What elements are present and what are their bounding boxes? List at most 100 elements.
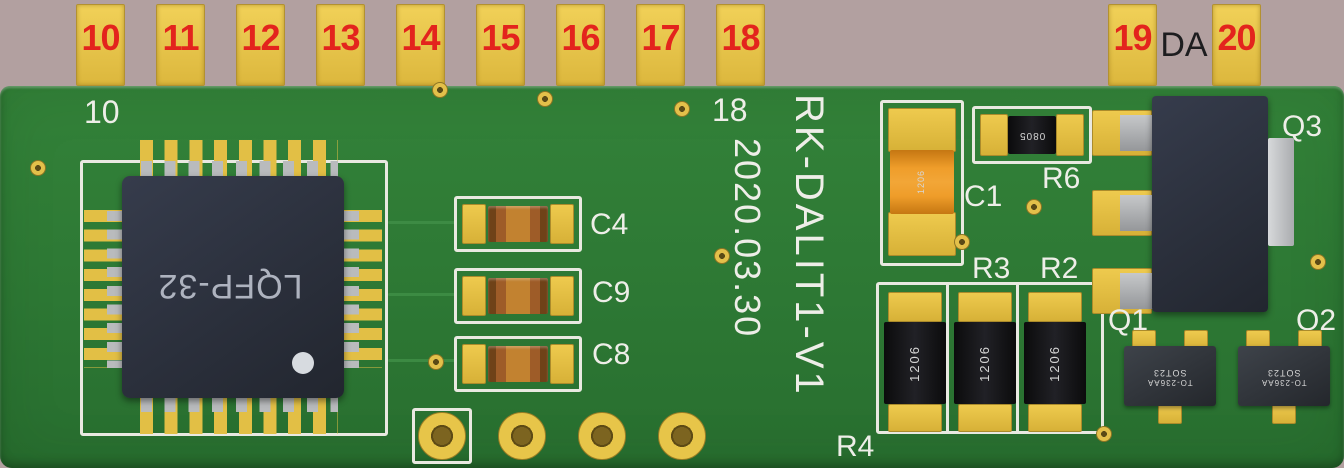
- c1-size-code: 1206: [916, 169, 927, 195]
- r6-size-code: 0805: [1018, 129, 1046, 141]
- q3-tab: [1268, 138, 1294, 246]
- edge-pad-number: 18: [721, 17, 760, 58]
- q3-body: [1152, 96, 1268, 312]
- via: [1026, 199, 1042, 215]
- silk-board-date: 2020.03.30: [727, 138, 768, 339]
- mount-pad-4: [658, 412, 706, 460]
- ic-leads-left: [107, 210, 122, 368]
- edge-pad-number: 10: [81, 17, 120, 58]
- r2-pad-top: [1028, 292, 1082, 322]
- mount-pad-3: [578, 412, 626, 460]
- silk-q3-label: Q3: [1282, 110, 1323, 143]
- via: [30, 160, 46, 176]
- c4-body: [488, 206, 548, 242]
- edge-pad-16: 16: [556, 4, 605, 86]
- r3-pad-bottom: [958, 404, 1012, 432]
- r2-pad-bottom: [1028, 404, 1082, 432]
- ic-part-label: LQFP-32: [157, 267, 303, 305]
- r3-pad-top: [958, 292, 1012, 322]
- trace: [388, 293, 456, 296]
- edge-pad-number: 17: [641, 17, 680, 58]
- r6-body: 0805: [1008, 116, 1056, 154]
- silk-c9-outline: [454, 268, 582, 324]
- q3-lead-2: [1120, 195, 1156, 231]
- edge-pad-number: 19: [1113, 17, 1152, 58]
- silk-mount-pad-outline: [412, 408, 472, 464]
- r4-pad-top: [888, 292, 942, 322]
- q3-lead-1: [1120, 115, 1156, 151]
- silk-r3-label: R3: [972, 252, 1011, 285]
- mount-pad-1: [418, 412, 466, 460]
- via: [428, 354, 444, 370]
- edge-pad-number: 11: [162, 17, 199, 58]
- edge-pad-14: 14: [396, 4, 445, 86]
- c8-body: [488, 346, 548, 382]
- ic-leads-top: [140, 161, 338, 177]
- r6-pad-left: [980, 114, 1008, 156]
- c9-pad-right: [550, 276, 574, 316]
- q1-marking-line2: TO-236AA: [1147, 377, 1193, 387]
- c4-pad-right: [550, 204, 574, 244]
- via: [714, 248, 730, 264]
- q2-marking-line1: SOT23: [1267, 367, 1301, 378]
- silk-pin10-label: 10: [84, 94, 120, 130]
- silk-board-name: RK-DALIT1-V1: [787, 94, 831, 397]
- silk-c4-label: C4: [590, 208, 629, 241]
- r4-body: 1206: [884, 322, 946, 404]
- r3-size-code: 1206: [976, 344, 992, 382]
- silk-c1-outline: [880, 100, 964, 266]
- edge-pad-19: 19: [1108, 4, 1157, 86]
- silk-c1-label: C1: [964, 180, 1003, 213]
- edge-pad-12: 12: [236, 4, 285, 86]
- via: [537, 91, 553, 107]
- r3-body: 1206: [954, 322, 1016, 404]
- edge-pad-number: 12: [241, 17, 280, 58]
- c8-pad-right: [550, 344, 574, 384]
- c1-pad-top: [888, 108, 956, 152]
- edge-pad-number: 13: [321, 17, 360, 58]
- silk-divider: [1016, 284, 1019, 432]
- edge-pad-20: 20: [1212, 4, 1261, 86]
- c1-pad-bottom: [888, 212, 956, 256]
- edge-pad-18: 18: [716, 4, 765, 86]
- silk-resistor-bank-outline: [876, 282, 1104, 434]
- silk-pin18-label: 18: [712, 92, 748, 128]
- trace: [388, 221, 456, 224]
- q2-marking-line2: TO-236AA: [1261, 377, 1307, 387]
- silk-c4-outline: [454, 196, 582, 252]
- mount-pad-2: [498, 412, 546, 460]
- edge-pad-15: 15: [476, 4, 525, 86]
- via: [1310, 254, 1326, 270]
- ic-leads-bottom: [140, 396, 338, 412]
- edge-pad-number: 15: [481, 17, 520, 58]
- via: [1096, 426, 1112, 442]
- c9-pad-left: [462, 276, 486, 316]
- q2-body: SOT23 TO-236AA: [1238, 346, 1330, 406]
- q2-pad-3: [1272, 404, 1296, 424]
- edge-pad-number: 16: [561, 17, 600, 58]
- q1-body: SOT23 TO-236AA: [1124, 346, 1216, 406]
- r4-pad-bottom: [888, 404, 942, 432]
- r2-size-code: 1206: [1046, 344, 1062, 382]
- edge-pad-number: 14: [401, 17, 440, 58]
- r2-body: 1206: [1024, 322, 1086, 404]
- silk-c9-label: C9: [592, 276, 631, 309]
- edge-pad-10: 10: [76, 4, 125, 86]
- ic-leads-right: [344, 210, 359, 368]
- edge-pad-number: 20: [1217, 17, 1256, 58]
- silk-r2-label: R2: [1040, 252, 1079, 285]
- edge-pad-17: 17: [636, 4, 685, 86]
- c4-pad-left: [462, 204, 486, 244]
- r6-pad-right: [1056, 114, 1084, 156]
- silk-r4-label: R4: [836, 430, 875, 463]
- silk-c8-label: C8: [592, 338, 631, 371]
- edge-pad-13: 13: [316, 4, 365, 86]
- via: [432, 82, 448, 98]
- trace: [388, 359, 456, 362]
- da-net-label: DA: [1160, 26, 1208, 64]
- r4-size-code: 1206: [906, 344, 922, 382]
- c8-pad-left: [462, 344, 486, 384]
- ic-pin1-dot: [292, 352, 314, 374]
- silk-r6-label: R6: [1042, 162, 1081, 195]
